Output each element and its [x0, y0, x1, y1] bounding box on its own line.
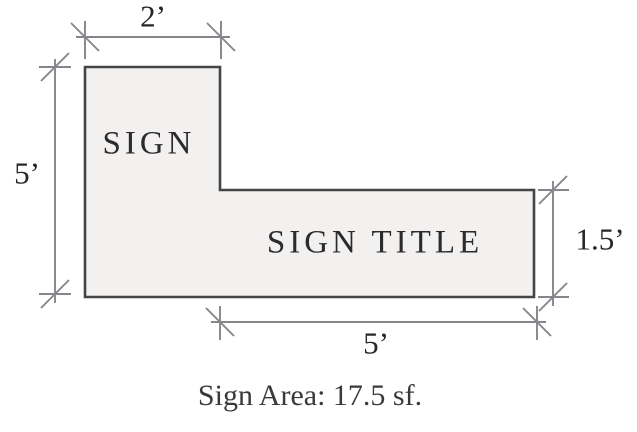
dimension-bottom-width — [205, 306, 552, 340]
dimension-top-label: 2’ — [140, 0, 166, 34]
tick-slash — [206, 22, 236, 52]
dimension-bottom-label: 5’ — [363, 325, 389, 361]
tick-slash — [538, 175, 568, 205]
sign-area-caption: Sign Area: 17.5 sf. — [197, 379, 423, 412]
dimension-right-label: 1.5’ — [575, 221, 625, 257]
sign-label: SIGN — [102, 125, 196, 162]
l-shaped-sign-outline — [83, 65, 536, 299]
sign-title-label: SIGN TITLE — [266, 224, 484, 261]
tick-slash — [205, 307, 235, 337]
dimension-top-width — [70, 21, 236, 59]
tick-slash — [538, 282, 568, 312]
dimension-left-height — [39, 52, 71, 309]
tick-slash — [522, 307, 552, 337]
dimension-right-height — [538, 175, 569, 312]
tick-slash — [40, 52, 70, 82]
tick-slash — [70, 22, 100, 52]
tick-slash — [40, 279, 70, 309]
dimension-left-label: 5’ — [14, 155, 40, 191]
